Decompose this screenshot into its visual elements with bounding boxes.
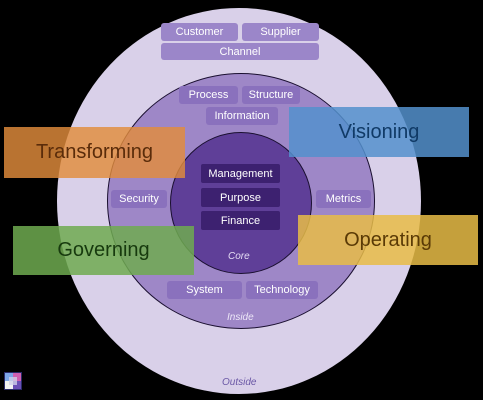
pill-purpose: Purpose	[201, 188, 280, 207]
pill-metrics: Metrics	[316, 190, 371, 208]
pill-technology: Technology	[246, 281, 318, 299]
pill-system: System	[167, 281, 242, 299]
outside-label: Outside	[222, 377, 257, 388]
pill-information: Information	[206, 107, 278, 125]
pill-structure: Structure	[242, 86, 300, 104]
core-label: Core	[228, 251, 250, 262]
pill-management: Management	[201, 164, 280, 183]
transforming-box: Transforming	[4, 127, 185, 178]
pill-security: Security	[111, 190, 167, 208]
pill-customer: Customer	[161, 23, 238, 41]
pill-channel: Channel	[161, 43, 319, 60]
pill-finance: Finance	[201, 211, 280, 230]
inside-label: Inside	[227, 312, 254, 323]
pill-process: Process	[179, 86, 238, 104]
operating-box: Operating	[298, 215, 478, 265]
governing-box: Governing	[13, 226, 194, 275]
app-logo-icon	[4, 372, 22, 390]
pill-supplier: Supplier	[242, 23, 319, 41]
visioning-box: Visioning	[289, 107, 469, 157]
